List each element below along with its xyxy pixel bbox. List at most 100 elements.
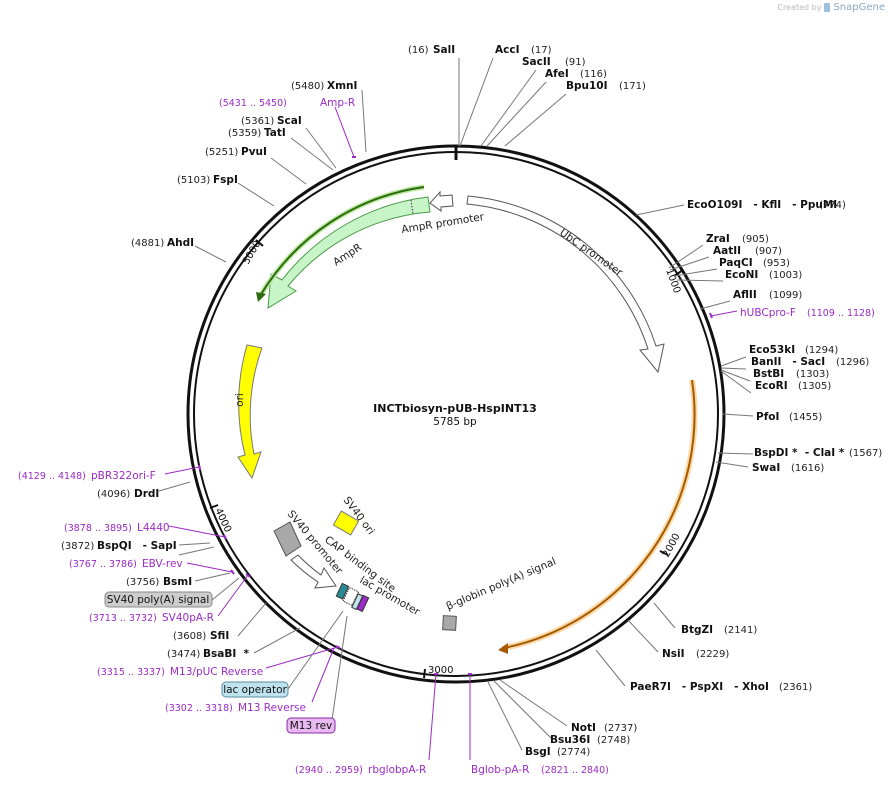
site-bstbi[interactable]: BstBI <box>753 368 784 380</box>
site-afei-pos: (116) <box>580 69 607 80</box>
site-eco109[interactable]: EcoO109I - KflI - PpuMI <box>687 199 837 211</box>
site-scai[interactable]: ScaI <box>277 115 302 127</box>
site-nsii-pos: (2229) <box>696 649 729 660</box>
ampr-arrow[interactable] <box>267 196 431 309</box>
bglobin-label: β-globin poly(A) signal <box>444 556 557 613</box>
site-scai-pos: (5361) <box>241 116 274 127</box>
site-drdi-pos: (4096) <box>97 489 130 500</box>
primer-rbglob-pos: (2940 .. 2959) <box>295 765 363 776</box>
site-paqci-pos: (953) <box>763 258 790 269</box>
primer-ebv[interactable]: EBV-rev <box>142 558 183 570</box>
site-aatii[interactable]: AatII <box>713 245 741 257</box>
cap-binding-site[interactable] <box>335 582 350 600</box>
site-noti-pos: (2737) <box>604 723 637 734</box>
sv40-polya-tag[interactable]: SV40 poly(A) signal <box>104 591 213 608</box>
credit-brand: SnapGene <box>833 2 885 13</box>
primer-m13r[interactable]: M13 Reverse <box>238 702 306 714</box>
lac-operator-tag[interactable]: lac operator <box>221 681 289 698</box>
bglobin-head <box>498 643 508 654</box>
bglobin-highlight-arc <box>503 379 698 651</box>
site-btgzi-pos: (2141) <box>724 625 757 636</box>
site-bpu10i-pos: (171) <box>619 81 646 92</box>
primer-marks <box>198 156 713 675</box>
site-ecori[interactable]: EcoRI <box>755 380 788 392</box>
site-bsu36[interactable]: Bsu36I <box>550 734 590 746</box>
primer-m13r-pos: (3302 .. 3318) <box>165 703 233 714</box>
site-bsgi[interactable]: BsgI <box>525 746 551 758</box>
ubc-promoter-arrow[interactable] <box>466 195 665 374</box>
primer-m13puc[interactable]: M13/pUC Reverse <box>170 666 263 678</box>
site-bspqi[interactable]: BspQI - SapI <box>97 540 177 552</box>
site-afei[interactable]: AfeI <box>545 68 569 80</box>
site-drdi[interactable]: DrdI <box>134 488 159 500</box>
primer-bglob[interactable]: Bglob-pA-R <box>471 764 529 776</box>
svg-text:5000: 5000 <box>241 239 263 267</box>
site-sali[interactable]: SalI <box>433 44 455 56</box>
site-nsii[interactable]: NsiI <box>662 648 685 660</box>
site-bsmi[interactable]: BsmI <box>163 576 192 588</box>
site-eco53[interactable]: Eco53kI <box>749 344 795 356</box>
site-tati[interactable]: TatI <box>264 127 286 139</box>
site-acci[interactable]: AccI <box>495 44 519 56</box>
primer-pbr-pos: (4129 .. 4148) <box>18 471 86 482</box>
site-bsabi[interactable]: BsaBI * <box>203 648 250 660</box>
primer-sv40par-pos: (3713 .. 3732) <box>89 613 157 624</box>
site-sacii[interactable]: SacII <box>522 56 551 68</box>
site-sacii-pos: (91) <box>565 57 586 68</box>
site-acci-pos: (17) <box>531 45 552 56</box>
site-pae-pos: (2361) <box>779 682 812 693</box>
site-pfoi[interactable]: PfoI <box>756 411 779 423</box>
svg-text:lac operator: lac operator <box>223 684 287 696</box>
site-xmni[interactable]: XmnI <box>327 80 357 92</box>
site-sali-pos: (16) <box>408 45 429 56</box>
snapgene-credit: Created by SnapGene <box>777 2 885 13</box>
site-noti[interactable]: NotI <box>571 722 596 734</box>
primer-hubc[interactable]: hUBCpro-F <box>740 307 796 319</box>
site-banii[interactable]: BanII - SacI <box>751 356 825 368</box>
sv40-promoter-arrow[interactable] <box>290 554 337 589</box>
m13-rev-box[interactable] <box>356 594 370 613</box>
site-banii-pos: (1296) <box>836 357 869 368</box>
m13-rev-tag[interactable]: M13 rev <box>286 717 336 734</box>
primer-pbr[interactable]: pBR322ori-F <box>91 470 156 482</box>
site-pae[interactable]: PaeR7I - PspXI - XhoI <box>630 681 769 693</box>
ampr-promoter-arrow[interactable] <box>429 190 454 212</box>
site-bpu10i[interactable]: Bpu10I <box>566 80 608 92</box>
site-bspdi[interactable]: BspDI * - ClaI * <box>754 447 845 459</box>
primer-l4440[interactable]: L4440 <box>137 522 170 534</box>
site-sfii[interactable]: SfiI <box>210 630 229 642</box>
site-swai[interactable]: SwaI <box>752 462 780 474</box>
sv40-promoter-box[interactable] <box>273 521 302 557</box>
ampr-promoter-label: AmpR promoter <box>401 211 486 236</box>
sv40-ori-feature[interactable] <box>332 510 360 536</box>
site-swai-pos: (1616) <box>791 463 824 474</box>
tick-3000: 3000 <box>423 665 453 679</box>
site-bstbi-pos: (1303) <box>796 369 829 380</box>
site-zrai[interactable]: ZraI <box>706 233 730 245</box>
primer-ampr[interactable]: Amp-R <box>320 97 355 109</box>
bglobin-feature[interactable] <box>442 615 457 631</box>
site-pvui[interactable]: PvuI <box>241 146 267 158</box>
credit-text: Created by <box>777 3 822 12</box>
site-bspdi-pos: (1567) <box>849 448 882 459</box>
site-eco109-pos: (774) <box>819 200 846 211</box>
site-ahdi[interactable]: AhdI <box>167 237 194 249</box>
site-ahdi-pos: (4881) <box>131 238 164 249</box>
site-paqci[interactable]: PaqCI <box>719 257 753 269</box>
site-aatii-pos: (907) <box>755 246 782 257</box>
ampr-outline-arc <box>259 186 425 297</box>
site-bsu36-pos: (2748) <box>597 735 630 746</box>
primer-sv40par[interactable]: SV40pA-R <box>162 612 214 624</box>
site-btgzi[interactable]: BtgZI <box>681 624 713 636</box>
lac-promoter-box[interactable] <box>342 586 360 607</box>
site-fspi[interactable]: FspI <box>213 174 238 186</box>
ori-arrow[interactable] <box>237 344 263 480</box>
site-bsgi-pos: (2774) <box>557 747 590 758</box>
site-bspqi-pos: (3872) <box>61 541 94 552</box>
tick-1000: 1000 <box>663 267 684 295</box>
site-aflii[interactable]: AflII <box>733 289 757 301</box>
primer-rbglob[interactable]: rbglobpA-R <box>368 764 426 776</box>
site-sfii-pos: (3608) <box>173 631 206 642</box>
site-econi[interactable]: EcoNI <box>725 269 758 281</box>
